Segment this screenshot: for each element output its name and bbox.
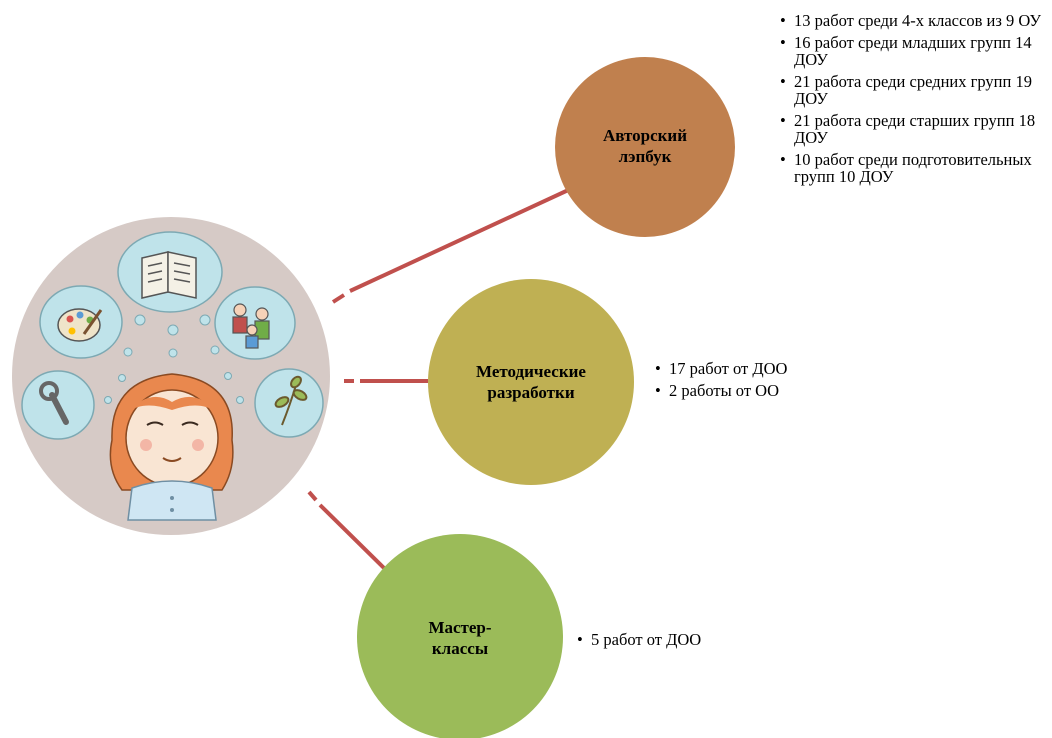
node-method-dev: Методические разработки (428, 279, 634, 485)
plant-bubble (254, 368, 324, 438)
connector-master (318, 503, 386, 570)
node-master-classes: Мастер- классы (357, 534, 563, 738)
list-item: 10 работ среди подготовительных групп 10… (780, 151, 1042, 185)
list-item: 21 работа среди средних групп 19 ДОУ (780, 73, 1042, 107)
list-item: 16 работ среди младших групп 14 ДОУ (780, 34, 1042, 68)
connector-lapbook (349, 184, 578, 293)
lapbook-list: 13 работ среди 4-х классов из 9 ОУ 16 ра… (780, 12, 1042, 190)
node-master-classes-label-1: Мастер- (428, 618, 491, 637)
hub-illustration (12, 217, 330, 535)
master-classes-list: 5 работ от ДОО (577, 631, 827, 653)
list-item: 13 работ среди 4-х классов из 9 ОУ (780, 12, 1042, 29)
node-method-dev-label-2: разработки (487, 383, 574, 402)
list-item: 2 работы от ОО (655, 382, 905, 399)
list-item: 17 работ от ДОО (655, 360, 905, 377)
list-item: 5 работ от ДОО (577, 631, 827, 648)
node-author-lapbook-label-2: лэпбук (619, 147, 672, 166)
girl-thinking-icon (109, 373, 234, 521)
connector-lapbook (331, 293, 346, 304)
method-dev-list: 17 работ от ДОО 2 работы от ОО (655, 360, 905, 404)
connector-master (307, 490, 318, 502)
list-item: 21 работа среди старших групп 18 ДОУ (780, 112, 1042, 146)
node-master-classes-label-2: классы (432, 639, 488, 658)
node-author-lapbook: Авторский лэпбук (555, 57, 735, 237)
wrench-icon (39, 381, 69, 425)
connectors (307, 184, 578, 570)
node-method-dev-label-1: Методические (476, 362, 586, 381)
book-icon (141, 251, 197, 299)
palette-icon (57, 308, 103, 342)
plant-icon (274, 375, 308, 426)
node-author-lapbook-label-1: Авторский (603, 126, 687, 145)
family-icon (232, 303, 270, 349)
